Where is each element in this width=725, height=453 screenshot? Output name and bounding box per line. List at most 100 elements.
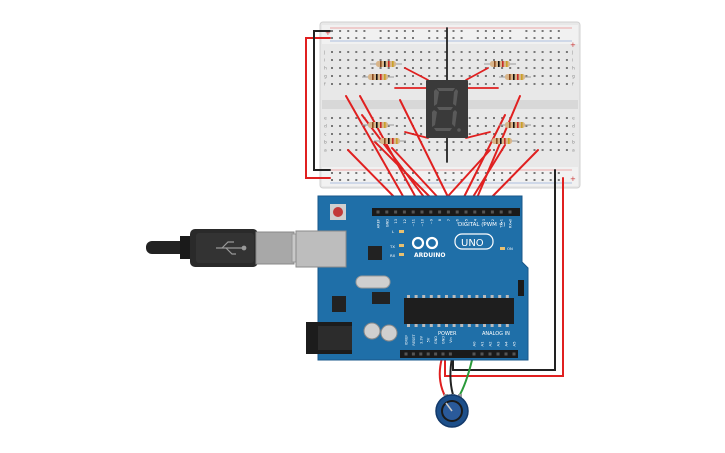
analog-pin-hole[interactable] <box>512 352 516 356</box>
breadboard-hole[interactable] <box>557 117 560 119</box>
breadboard-hole[interactable] <box>525 172 528 174</box>
breadboard-hole[interactable] <box>387 179 390 181</box>
wire-seg-8[interactable] <box>459 114 506 206</box>
breadboard-hole[interactable] <box>371 133 374 135</box>
breadboard-hole[interactable] <box>476 59 479 61</box>
breadboard-hole[interactable] <box>476 83 479 85</box>
breadboard-hole[interactable] <box>452 149 455 151</box>
breadboard-hole[interactable] <box>533 125 536 127</box>
breadboard-hole[interactable] <box>412 37 414 39</box>
resistor[interactable] <box>370 61 402 67</box>
breadboard-hole[interactable] <box>452 59 455 61</box>
breadboard-hole[interactable] <box>493 51 495 53</box>
breadboard-hole[interactable] <box>565 51 568 53</box>
breadboard-hole[interactable] <box>379 30 382 32</box>
breadboard-hole[interactable] <box>501 133 504 135</box>
breadboard-hole[interactable] <box>565 133 568 135</box>
breadboard-hole[interactable] <box>420 133 423 135</box>
breadboard-hole[interactable] <box>476 125 479 127</box>
breadboard-hole[interactable] <box>420 51 423 53</box>
wire-seg-11[interactable] <box>467 144 506 206</box>
breadboard-hole[interactable] <box>428 51 431 53</box>
breadboard-hole[interactable] <box>355 141 358 143</box>
breadboard-hole[interactable] <box>436 30 439 32</box>
breadboard-hole[interactable] <box>557 141 560 143</box>
breadboard-hole[interactable] <box>444 75 447 77</box>
breadboard-hole[interactable] <box>484 179 487 181</box>
breadboard-hole[interactable] <box>412 30 414 32</box>
breadboard-hole[interactable] <box>460 75 463 77</box>
breadboard-hole[interactable] <box>331 75 333 77</box>
breadboard-hole[interactable] <box>339 51 342 53</box>
digital-pin-hole[interactable] <box>402 210 406 214</box>
breadboard-hole[interactable] <box>363 141 366 143</box>
breadboard-hole[interactable] <box>387 83 390 85</box>
breadboard-hole[interactable] <box>379 179 382 181</box>
breadboard-hole[interactable] <box>468 117 471 119</box>
breadboard-hole[interactable] <box>484 117 487 119</box>
breadboard-hole[interactable] <box>468 133 471 135</box>
power-pin-hole[interactable] <box>434 352 438 356</box>
breadboard-hole[interactable] <box>347 141 350 143</box>
breadboard-hole[interactable] <box>444 59 447 61</box>
digital-pin-hole[interactable] <box>464 210 468 214</box>
breadboard-hole[interactable] <box>395 30 398 32</box>
wire-seg-5[interactable] <box>374 141 439 206</box>
breadboard-hole[interactable] <box>525 179 528 181</box>
breadboard-hole[interactable] <box>403 179 406 181</box>
digital-header[interactable] <box>376 210 512 214</box>
resistor[interactable] <box>486 138 518 144</box>
breadboard-hole[interactable] <box>331 83 333 85</box>
breadboard-hole[interactable] <box>509 67 512 69</box>
digital-pin-hole[interactable] <box>394 210 398 214</box>
breadboard-hole[interactable] <box>476 172 479 174</box>
breadboard-hole[interactable] <box>476 67 479 69</box>
breadboard-hole[interactable] <box>509 179 512 181</box>
breadboard-hole[interactable] <box>339 83 342 85</box>
breadboard-hole[interactable] <box>484 141 487 143</box>
breadboard-hole[interactable] <box>501 67 504 69</box>
breadboard-hole[interactable] <box>533 59 536 61</box>
breadboard-hole[interactable] <box>541 149 544 151</box>
breadboard-hole[interactable] <box>509 30 512 32</box>
breadboard-hole[interactable] <box>533 133 536 135</box>
breadboard-hole[interactable] <box>331 179 333 181</box>
breadboard-hole[interactable] <box>428 141 431 143</box>
breadboard-hole[interactable] <box>420 83 423 85</box>
breadboard-hole[interactable] <box>371 149 374 151</box>
breadboard-hole[interactable] <box>493 30 495 32</box>
analog-pin-hole[interactable] <box>504 352 508 356</box>
breadboard-hole[interactable] <box>541 141 544 143</box>
breadboard-hole[interactable] <box>533 75 536 77</box>
breadboard-hole[interactable] <box>549 75 552 77</box>
breadboard-hole[interactable] <box>493 117 495 119</box>
power-pin-hole[interactable] <box>426 352 430 356</box>
breadboard-hole[interactable] <box>363 30 366 32</box>
digital-pin-hole[interactable] <box>490 210 494 214</box>
breadboard-hole[interactable] <box>565 75 568 77</box>
wire-red-5v[interactable] <box>444 177 564 377</box>
breadboard-hole[interactable] <box>557 51 560 53</box>
breadboard-hole[interactable] <box>460 30 463 32</box>
wire-black-gnd[interactable] <box>452 169 556 371</box>
breadboard-hole[interactable] <box>452 141 455 143</box>
breadboard-hole[interactable] <box>339 37 342 39</box>
breadboard-hole[interactable] <box>460 51 463 53</box>
breadboard-hole[interactable] <box>412 75 414 77</box>
breadboard-hole[interactable] <box>331 51 333 53</box>
power-pin-hole[interactable] <box>441 352 445 356</box>
breadboard-hole[interactable] <box>331 67 333 69</box>
breadboard-hole[interactable] <box>484 75 487 77</box>
breadboard-hole[interactable] <box>331 149 333 151</box>
breadboard-hole[interactable] <box>493 59 495 61</box>
breadboard-hole[interactable] <box>363 149 366 151</box>
resistor[interactable] <box>484 61 516 67</box>
breadboard-hole[interactable] <box>428 67 431 69</box>
breadboard-hole[interactable] <box>395 172 398 174</box>
breadboard-hole[interactable] <box>331 133 333 135</box>
breadboard-hole[interactable] <box>387 59 390 61</box>
breadboard-hole[interactable] <box>509 172 512 174</box>
breadboard-hole[interactable] <box>436 75 439 77</box>
breadboard-hole[interactable] <box>493 133 495 135</box>
breadboard-hole[interactable] <box>509 37 512 39</box>
